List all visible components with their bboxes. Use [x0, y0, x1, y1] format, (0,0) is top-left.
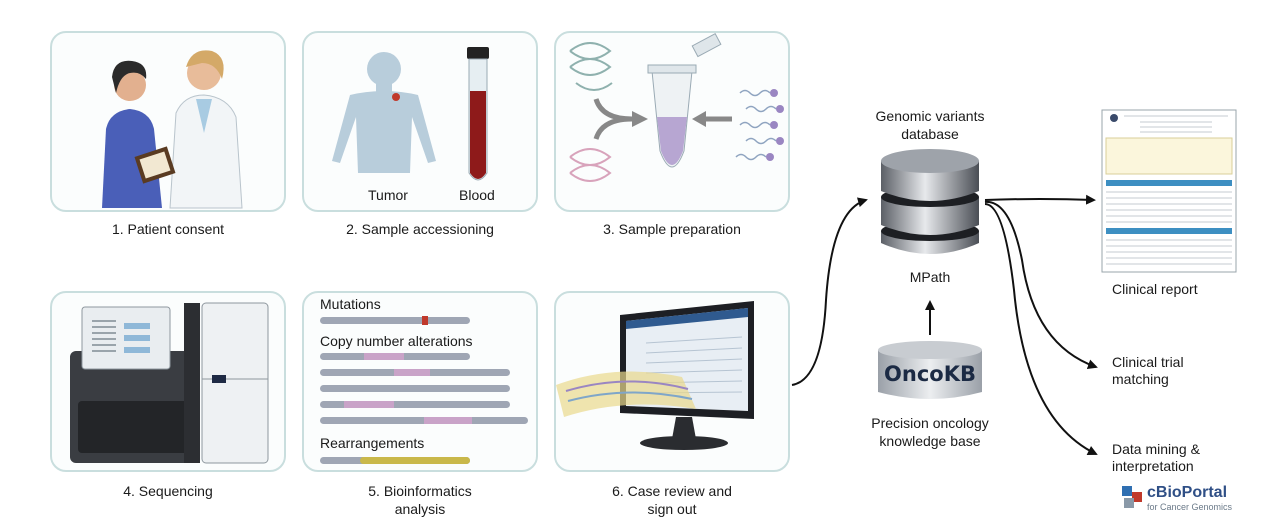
step-4-panel [50, 291, 286, 472]
tumor-label: Tumor [368, 187, 408, 203]
cbioportal-name: cBioPortal [1147, 484, 1228, 501]
database-name: MPath [909, 269, 951, 285]
clinical-trial-label: Clinical trial matching [1112, 354, 1184, 388]
step-3-panel [554, 31, 790, 212]
step-2-panel: Tumor Blood [302, 31, 538, 212]
step-4-caption: 4. Sequencing [123, 483, 213, 499]
patient-consent-illustration [102, 50, 243, 209]
oncokb-cylinder-icon [878, 341, 982, 399]
mutations-label: Mutations [320, 296, 381, 312]
rearrangements-label: Rearrangements [320, 435, 425, 451]
blood-tube-cap [467, 47, 489, 59]
step-3-caption: 3. Sample preparation [603, 221, 741, 237]
dna-helix-icon [569, 148, 612, 182]
cna-label: Copy number alterations [320, 333, 473, 349]
data-mining-label: Data mining & interpretation [1112, 441, 1200, 475]
arrow-database-to-trial [984, 200, 1098, 370]
step-1-panel [50, 31, 286, 212]
tumor-body-silhouette [332, 52, 436, 173]
clinical-report-label: Clinical report [1112, 281, 1198, 297]
oncokb-caption-line2: knowledge base [879, 433, 981, 449]
monitor-illustration [556, 301, 754, 450]
step-5-caption-line2: analysis [394, 501, 446, 517]
database-title-line1: Genomic variants [875, 108, 985, 124]
clinical-report-document [1101, 109, 1237, 273]
blood-label: Blood [459, 187, 495, 203]
database-cylinder-icon [881, 149, 979, 254]
step-1-caption: 1. Patient consent [111, 221, 225, 237]
arrow-review-to-database [791, 197, 868, 386]
cbioportal-tagline: for Cancer Genomics [1147, 502, 1233, 512]
data-mining-label-line2: interpretation [1112, 458, 1194, 474]
oncokb-caption: Precision oncology knowledge base [840, 414, 1020, 450]
sample-preparation-illustration [569, 33, 784, 182]
database-title: Genomic variants database [850, 107, 1010, 143]
step-5-caption: 5. Bioinformatics analysis [302, 482, 538, 518]
step-5-caption-line1: 5. Bioinformatics [368, 483, 472, 499]
clinical-trial-label-line2: matching [1112, 371, 1169, 387]
sequencer-illustration [70, 302, 269, 464]
cbioportal-logo-icon [1122, 486, 1142, 508]
chromosome-bar [320, 317, 470, 324]
step-6-caption: 6. Case review and sign out [554, 482, 790, 518]
step-6-caption-line1: 6. Case review and [612, 483, 732, 499]
chromosome-bars-cna [320, 353, 528, 424]
sample-accessioning-illustration [332, 47, 489, 181]
dna-helix-icon [569, 42, 613, 91]
oncokb-logo: OncoKB [884, 362, 976, 386]
oncokb-caption-line1: Precision oncology [871, 415, 989, 431]
step-6-panel [554, 291, 790, 472]
clinical-trial-label-line1: Clinical trial [1112, 354, 1184, 370]
chromosome-illustration [320, 316, 528, 464]
step-6-caption-line2: sign out [647, 501, 697, 517]
step-5-panel: Mutations Copy number alterations Rearra… [302, 291, 538, 472]
database-title-line2: database [901, 126, 959, 142]
step-2-caption: 2. Sample accessioning [346, 221, 494, 237]
data-mining-label-line1: Data mining & [1112, 441, 1200, 457]
adapter-molecules-icon [735, 89, 777, 161]
arrow-database-to-report [984, 194, 1096, 205]
tumor-dot [392, 93, 400, 101]
